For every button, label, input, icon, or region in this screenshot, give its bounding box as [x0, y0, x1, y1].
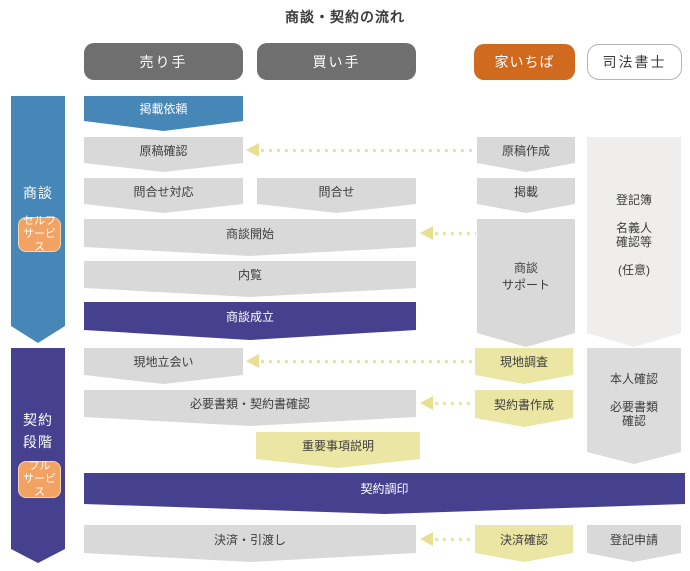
step-genko-sakusei-label: 原稿作成	[501, 143, 550, 158]
phase-negotiation-badge: セルフ サービス	[18, 217, 61, 252]
step-toiawase-label: 問合せ	[318, 184, 355, 199]
step-toiawase: 問合せ	[257, 178, 416, 213]
arrow-left-icon	[420, 226, 433, 240]
arrow-left-icon	[246, 354, 259, 368]
step-genko-sakusei: 原稿作成	[477, 137, 575, 172]
step-shodan-support-label: 商談 サポート	[501, 261, 550, 292]
step-keisai-irai: 掲載依頼	[84, 96, 243, 131]
step-genko-kakunin: 原稿確認	[84, 137, 243, 172]
step-kessai-kakunin: 決済確認	[475, 525, 573, 562]
step-keisai: 掲載	[477, 178, 575, 213]
page-title: 商談・契約の流れ	[285, 9, 405, 25]
step-shodan-kaishi: 商談開始	[84, 219, 416, 256]
column-header-buyer: 買い手	[257, 43, 416, 80]
dotted-line	[261, 360, 474, 363]
phase-band-contract: 契約 段階 フル サービス	[11, 348, 65, 563]
column-header-buyer-label: 買い手	[312, 53, 361, 70]
dotted-line	[435, 402, 474, 405]
step-juyo-jiko: 重要事項説明	[256, 432, 420, 468]
step-juyo-jiko-label: 重要事項説明	[301, 439, 374, 453]
step-keiyaku-choin-label: 契約調印	[360, 482, 409, 496]
step-tokibo-kakunin: 登記簿 名義人 確認等 (任意)	[587, 137, 681, 347]
step-keiyakusho-sakusei-label: 契約書作成	[493, 397, 554, 412]
dotted-line	[435, 232, 476, 235]
step-honnin-kakunin-label: 本人確認 必要書類 確認	[609, 372, 658, 428]
step-toiawase-taio-label: 問合せ対応	[133, 184, 194, 199]
column-header-seller-label: 売り手	[139, 53, 188, 70]
dotted-line	[261, 149, 476, 152]
step-keiyakusho-sakusei: 契約書作成	[475, 390, 573, 427]
column-header-ieichiba-label: 家いちば	[494, 54, 555, 70]
phase-band-negotiation: 商談 セルフ サービス	[11, 96, 65, 343]
step-genchi-tachiai-label: 現地立会い	[133, 355, 194, 369]
column-header-scrivener-label: 司法書士	[602, 54, 667, 70]
step-shodan-seiritsu-label: 商談成立	[225, 309, 274, 324]
step-nairan-label: 内覧	[237, 268, 262, 282]
step-genchi-chosa-label: 現地調査	[499, 355, 548, 369]
phase-contract-label: 契約 段階	[23, 412, 53, 450]
step-keisai-irai-label: 掲載依頼	[139, 102, 188, 116]
step-shodan-seiritsu: 商談成立	[84, 302, 416, 340]
step-genko-kakunin-label: 原稿確認	[139, 143, 188, 158]
step-tokibo-kakunin-label: 登記簿 名義人 確認等 (任意)	[615, 193, 652, 277]
phase-negotiation-label: 商談	[23, 185, 53, 201]
arrow-left-icon	[420, 532, 433, 546]
step-toiawase-taio: 問合せ対応	[84, 178, 243, 213]
arrow-left-icon	[246, 143, 259, 157]
dotted-line	[435, 538, 474, 541]
arrow-left-icon	[420, 396, 433, 410]
phase-contract-badge: フル サービス	[18, 461, 61, 498]
step-shodan-support: 商談 サポート	[477, 219, 575, 347]
column-header-scrivener: 司法書士	[587, 44, 682, 80]
step-keiyaku-choin: 契約調印	[84, 473, 685, 514]
step-honnin-kakunin: 本人確認 必要書類 確認	[587, 348, 681, 464]
step-toki-shinsei-label: 登記申請	[609, 532, 658, 547]
step-genchi-chosa: 現地調査	[475, 348, 573, 384]
step-keisai-label: 掲載	[513, 184, 538, 199]
step-hitsuyo-shorui: 必要書類・契約書確認	[84, 390, 416, 426]
column-header-seller: 売り手	[84, 43, 243, 80]
step-kessai-kakunin-label: 決済確認	[499, 532, 548, 547]
step-genchi-tachiai: 現地立会い	[84, 348, 243, 384]
step-kessai-hikiwatashi-label: 決済・引渡し	[213, 532, 286, 547]
step-kessai-hikiwatashi: 決済・引渡し	[84, 525, 416, 562]
step-hitsuyo-shorui-label: 必要書類・契約書確認	[189, 397, 310, 411]
step-nairan: 内覧	[84, 261, 416, 297]
column-header-ieichiba: 家いちば	[474, 44, 575, 80]
step-shodan-kaishi-label: 商談開始	[225, 226, 274, 241]
step-toki-shinsei: 登記申請	[587, 525, 681, 562]
